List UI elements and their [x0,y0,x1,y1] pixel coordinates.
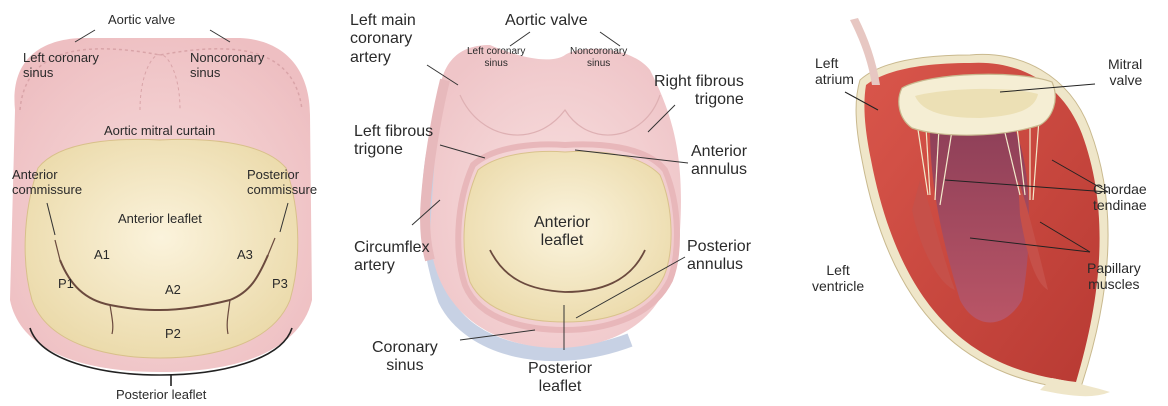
aortic-valve-label: Aortic valve [505,12,588,30]
left-coronary-sinus-label: Left coronary sinus [23,51,99,81]
aortic-mitral-curtain-label: Aortic mitral curtain [104,124,215,139]
aortic-valve-label: Aortic valve [108,13,175,28]
scallop-a3-label: A3 [237,248,253,263]
circumflex-artery-label: Circumflex artery [354,239,430,276]
anterior-annulus-label: Anterior annulus [691,143,747,180]
noncoronary-sinus-label: Noncoronary sinus [570,46,627,69]
left-ventricle-label: Left ventricle [812,262,864,294]
scallop-p1-label: P1 [58,277,74,292]
coronary-sinus-label: Coronary sinus [372,339,438,376]
right-fibrous-trigone-label: Right fibrous trigone [654,73,744,110]
chordae-tendinae-label: Chordae tendinae [1093,181,1147,213]
left-atrium-wall [850,18,880,85]
anterior-leaflet-label: Anterior leaflet [118,212,202,227]
left-atrium-label: Left atrium [815,55,854,87]
anterior-commissure-label: Anterior commissure [12,168,82,198]
scallop-p2-label: P2 [165,327,181,342]
mitral-annulus-anatomy-view: Left main coronary artery Aortic valve L… [330,0,780,406]
scallop-a2-label: A2 [165,283,181,298]
scallop-a1-label: A1 [94,248,110,263]
mitral-valve-label: Mitral valve [1108,56,1142,88]
left-heart-cutaway-view: Left atrium Mitral valve Chordae tendina… [790,0,1168,406]
left-main-coronary-artery-label: Left main coronary artery [350,12,416,67]
posterior-annulus-label: Posterior annulus [687,238,751,275]
papillary-muscles-label: Papillary muscles [1087,260,1141,292]
left-fibrous-trigone-label: Left fibrous trigone [354,123,433,160]
mitral-valve-surgical-view: Aortic valve Left coronary sinus Noncoro… [0,0,320,406]
posterior-commissure-label: Posterior commissure [247,168,317,198]
noncoronary-sinus-label: Noncoronary sinus [190,51,264,81]
left-coronary-sinus-label: Left coronary sinus [467,46,525,69]
posterior-leaflet-label: Posterior leaflet [116,388,206,403]
scallop-p3-label: P3 [272,277,288,292]
anterior-leaflet-label: Anterior leaflet [534,214,590,251]
posterior-leaflet-label: Posterior leaflet [528,360,592,397]
